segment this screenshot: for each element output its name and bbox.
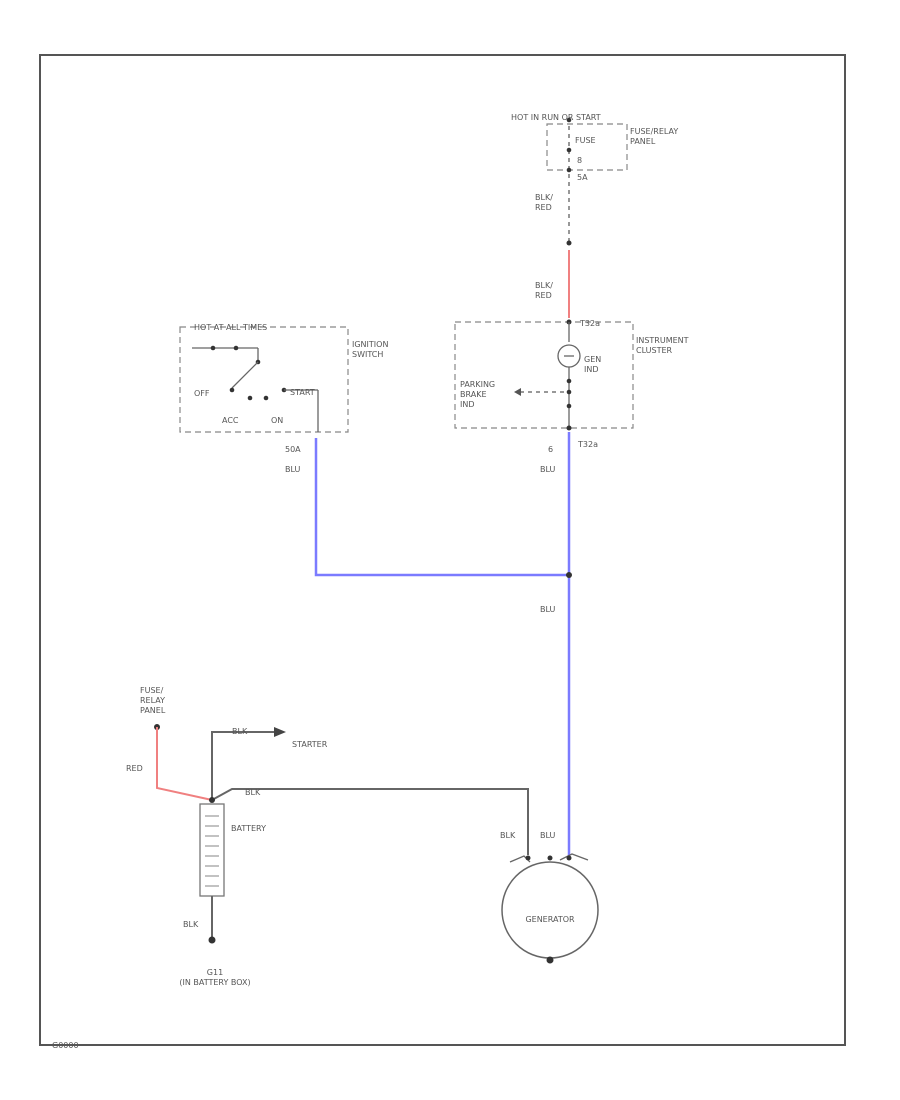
battery-label: BATTERY	[231, 824, 266, 833]
pin-6-label: 6	[548, 445, 553, 454]
generator-circle-icon	[501, 861, 599, 959]
wire-blu-label-2: BLU	[540, 465, 556, 474]
switch-off-label: OFF	[194, 389, 210, 398]
junction-top	[566, 240, 572, 246]
fuse-label: FUSE	[575, 136, 596, 145]
wire-blk-generator	[211, 788, 529, 855]
wire-blk-starter-label: BLK	[232, 727, 248, 736]
generator-label: GENERATOR	[525, 915, 575, 924]
wire-blk-ground-label: BLK	[183, 920, 199, 929]
generator-ground-icon	[546, 956, 554, 964]
switch-contact-arm	[231, 361, 259, 389]
wire-blu-gen-label: BLU	[540, 831, 556, 840]
junction-blu	[566, 572, 572, 578]
conn-t32a-bottom-label: T32a	[577, 440, 598, 449]
wire-red-label: RED	[126, 764, 143, 773]
wire-red-battery	[156, 727, 213, 801]
arrow-right-icon	[274, 727, 286, 737]
wire-blu-ignition	[314, 438, 569, 577]
fuse-number-label: 8	[577, 156, 582, 165]
hot-in-run-or-start-label: HOT IN RUN OR START	[511, 113, 601, 122]
terminal-50a-label: 50A	[285, 445, 301, 454]
fuse-relay-panel-top: HOT IN RUN OR START FUSE 8 5A FUSE/RELAY…	[511, 113, 678, 245]
fuse-relay-panel-top-box	[546, 123, 628, 171]
wire-blk-gen-label: BLK	[245, 788, 261, 797]
wire-blu-label-1: BLU	[285, 465, 301, 474]
wire-blu-label-3: BLU	[540, 605, 556, 614]
arrow-left-icon	[514, 388, 521, 396]
conn-t32a-top-label: T32a	[579, 319, 600, 328]
ground-point-icon	[208, 936, 216, 944]
switch-on-label: ON	[271, 416, 283, 425]
starter-label: STARTER	[292, 740, 328, 749]
wire-blk-b-label: BLK	[500, 831, 516, 840]
hot-at-all-times-label: HOT AT ALL TIMES	[194, 323, 267, 332]
battery-cell-icon	[199, 803, 225, 897]
generator: BLK BLU GENERATOR	[500, 831, 599, 964]
fuse-amps-label: 5A	[577, 173, 588, 182]
instrument-cluster-box	[454, 321, 634, 429]
wire-blk-red-label-2: BLK/RED	[535, 281, 553, 300]
switch-start-label: START	[290, 388, 315, 397]
wire-blk-starter	[211, 731, 278, 800]
switch-acc-label: ACC	[222, 416, 239, 425]
footer-code: G0000	[52, 1041, 79, 1050]
ground-label: G11(IN BATTERY BOX)	[179, 968, 250, 987]
wire-blk-red-label-1: BLK/RED	[535, 193, 553, 212]
diagram-frame	[39, 54, 846, 1046]
ignition-switch-box	[179, 326, 349, 433]
